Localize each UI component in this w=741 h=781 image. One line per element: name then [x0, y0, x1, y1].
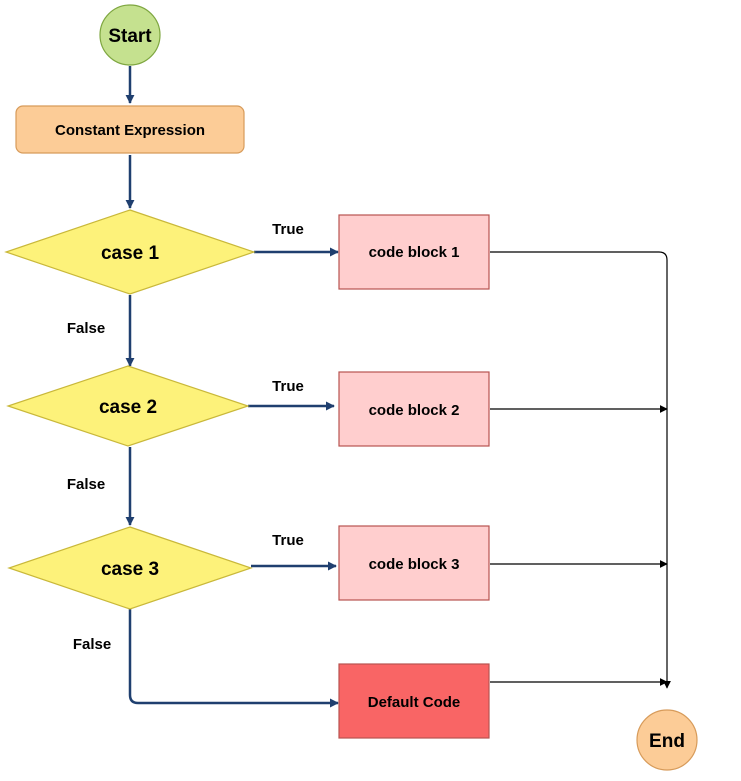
start-node: [99, 4, 161, 66]
false-label-case2: False: [67, 476, 105, 493]
false-label-case3: False: [73, 636, 111, 653]
end-node: [636, 709, 698, 771]
end-label: End: [649, 731, 685, 752]
case1-decision: [4, 209, 256, 295]
edge-case3-false: [128, 608, 339, 708]
code-block-3-node: [338, 525, 490, 601]
edge-block1-to-end: [490, 251, 671, 689]
constant-expression-label: Constant Expression: [55, 122, 205, 139]
case3-decision: [7, 526, 253, 610]
case3-label: case 3: [101, 559, 159, 580]
default-code-label: Default Code: [368, 694, 461, 711]
code-block-2-label: code block 2: [369, 402, 460, 419]
case2-label: case 2: [99, 397, 157, 418]
false-label-case1: False: [67, 320, 105, 337]
code-block-1-node: [338, 214, 490, 290]
code-block-1-label: code block 1: [369, 244, 460, 261]
default-code-node: [338, 663, 490, 739]
true-label-case3: True: [272, 532, 304, 549]
code-block-2-node: [338, 371, 490, 447]
start-label: Start: [108, 26, 152, 47]
case2-decision: [6, 365, 250, 447]
true-label-case1: True: [272, 221, 304, 238]
true-label-case2: True: [272, 378, 304, 395]
case1-label: case 1: [101, 243, 160, 264]
constant-expression-node: [15, 105, 245, 154]
code-block-3-label: code block 3: [369, 556, 460, 573]
